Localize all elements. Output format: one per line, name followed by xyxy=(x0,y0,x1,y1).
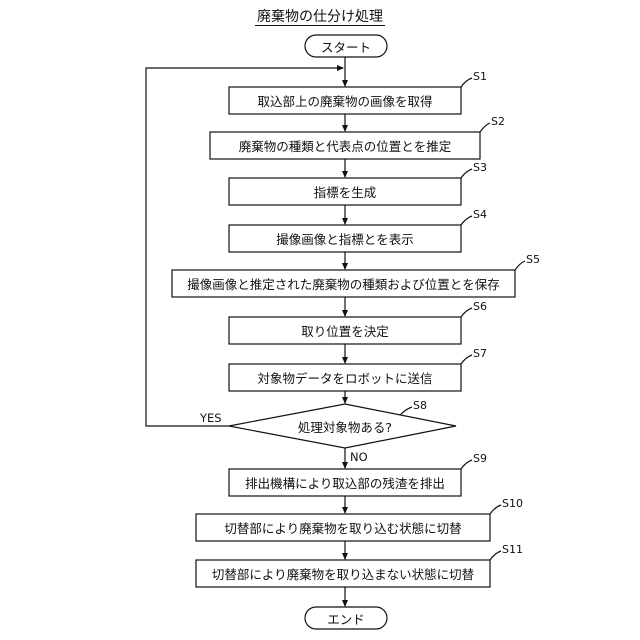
step-s1-text: 取込部上の廃棄物の画像を取得 xyxy=(229,87,461,114)
end-label: エンド xyxy=(305,607,387,629)
start-label: スタート xyxy=(305,35,387,57)
step-s4-text: 撮像画像と指標とを表示 xyxy=(229,225,461,252)
step-id-s3: S3 xyxy=(473,161,487,174)
step-s5-text: 撮像画像と推定された廃棄物の種類および位置とを保存 xyxy=(172,270,515,297)
step-id-s8: S8 xyxy=(413,399,427,412)
label-leader-s10 xyxy=(490,505,501,514)
step-s11-text: 切替部により廃棄物を取り込まない状態に切替 xyxy=(196,560,490,587)
step-id-s2: S2 xyxy=(491,115,505,128)
step-id-s7: S7 xyxy=(473,347,487,360)
label-leader-s2 xyxy=(480,123,490,132)
step-id-s4: S4 xyxy=(473,208,487,221)
step-s7-text: 対象物データをロボットに送信 xyxy=(229,364,461,391)
label-leader-s9 xyxy=(461,460,472,469)
step-id-s9: S9 xyxy=(473,452,487,465)
label-leader-s1 xyxy=(461,78,472,87)
step-id-s10: S10 xyxy=(502,497,523,510)
label-leader-s6 xyxy=(461,308,472,317)
label-leader-s11 xyxy=(490,551,501,560)
step-id-s1: S1 xyxy=(473,70,487,83)
label-leader-s4 xyxy=(461,216,472,225)
label-leader-s8 xyxy=(400,407,412,415)
step-s9-text: 排出機構により取込部の残渣を排出 xyxy=(229,469,461,496)
branch-yes-label: YES xyxy=(200,411,222,425)
label-leader-s5 xyxy=(515,261,525,270)
decision-s8-text: 処理対象物ある? xyxy=(259,415,431,437)
label-leader-s3 xyxy=(461,169,472,178)
step-id-s11: S11 xyxy=(502,543,523,556)
label-leader-s7 xyxy=(461,355,472,364)
branch-no-label: NO xyxy=(350,450,368,464)
step-s6-text: 取り位置を決定 xyxy=(229,317,461,344)
step-s2-text: 廃棄物の種類と代表点の位置とを推定 xyxy=(210,132,480,159)
step-id-s6: S6 xyxy=(473,300,487,313)
step-s3-text: 指標を生成 xyxy=(229,178,461,205)
step-s10-text: 切替部により廃棄物を取り込む状態に切替 xyxy=(196,514,490,541)
step-id-s5: S5 xyxy=(526,253,540,266)
